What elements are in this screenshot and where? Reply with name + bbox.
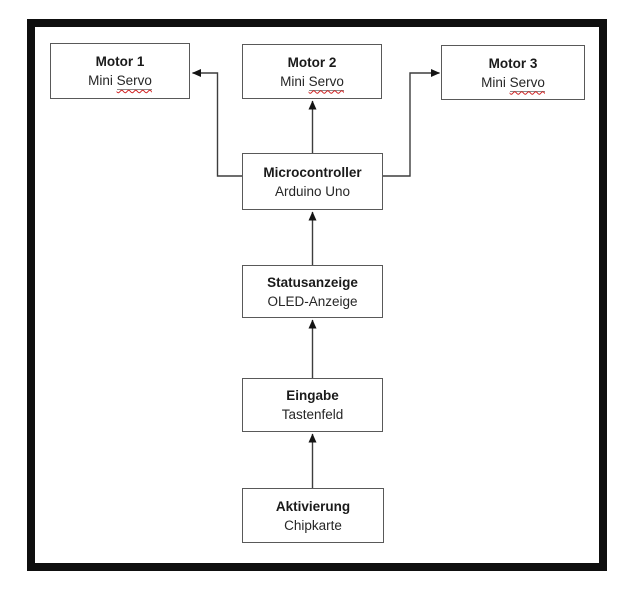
node-statusanzeige: Statusanzeige OLED-Anzeige <box>242 265 383 318</box>
node-motor1: Motor 1 Mini Servo <box>50 43 190 99</box>
node-subtitle: Arduino Uno <box>274 183 351 199</box>
node-subtitle: Mini Servo <box>481 74 545 92</box>
subtitle-text: Mini <box>88 73 117 88</box>
node-title: Microcontroller <box>263 164 362 180</box>
node-title: Statusanzeige <box>267 274 358 290</box>
node-subtitle: Mini Servo <box>280 73 344 91</box>
node-subtitle: Chipkarte <box>284 517 342 533</box>
node-subtitle: Mini Servo <box>88 72 152 90</box>
node-subtitle: OLED-Anzeige <box>267 293 358 309</box>
misspelled-word: Servo <box>509 74 545 92</box>
node-title: Eingabe <box>286 388 339 403</box>
node-eingabe: Eingabe Tastenfeld <box>242 378 383 432</box>
node-motor2: Motor 2 Mini Servo <box>242 44 382 99</box>
node-motor3: Motor 3 Mini Servo <box>441 45 585 100</box>
node-title: Motor 2 <box>287 54 337 70</box>
node-subtitle: Tastenfeld <box>281 407 344 422</box>
misspelled-word: Servo <box>308 73 344 91</box>
node-microcontroller: Microcontroller Arduino Uno <box>242 153 383 210</box>
node-aktivierung: Aktivierung Chipkarte <box>242 488 384 543</box>
subtitle-text: Mini <box>481 74 510 90</box>
misspelled-word: Servo <box>116 73 152 90</box>
subtitle-text: Mini <box>280 73 309 89</box>
node-title: Aktivierung <box>275 498 351 514</box>
node-title: Motor 3 <box>488 55 538 71</box>
node-title: Motor 1 <box>95 54 145 69</box>
